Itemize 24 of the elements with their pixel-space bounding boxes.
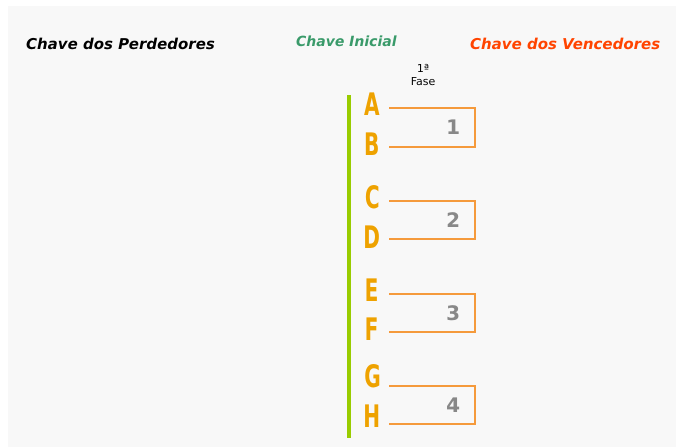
bracket-line: [389, 423, 475, 425]
team-letter: E: [357, 274, 387, 308]
round-heading: 1ª Fase: [410, 62, 436, 88]
column-heading: Chave Inicial: [296, 34, 397, 50]
team-letter: F: [357, 313, 387, 347]
bracket-line: [389, 385, 475, 387]
team-letter: C: [357, 181, 387, 215]
bracket-line: [389, 331, 475, 333]
column-heading: Chave dos Perdedores: [26, 35, 215, 53]
match-bracket: 4: [440, 385, 476, 425]
team-letter: H: [357, 400, 387, 434]
bracket-line: [389, 238, 475, 240]
team-letter: D: [357, 221, 387, 255]
match-bracket: 2: [440, 200, 476, 240]
bracket-line: [389, 293, 475, 295]
team-letter: G: [357, 360, 387, 394]
match-bracket: 3: [440, 293, 476, 333]
team-letter: A: [357, 88, 387, 122]
bracket-line: [389, 200, 475, 202]
column-heading: Chave dos Vencedores: [470, 35, 660, 53]
match-bracket: 1: [440, 107, 476, 148]
team-letter: B: [357, 128, 387, 162]
bracket-line: [389, 146, 475, 148]
bracket-line: [389, 107, 475, 109]
